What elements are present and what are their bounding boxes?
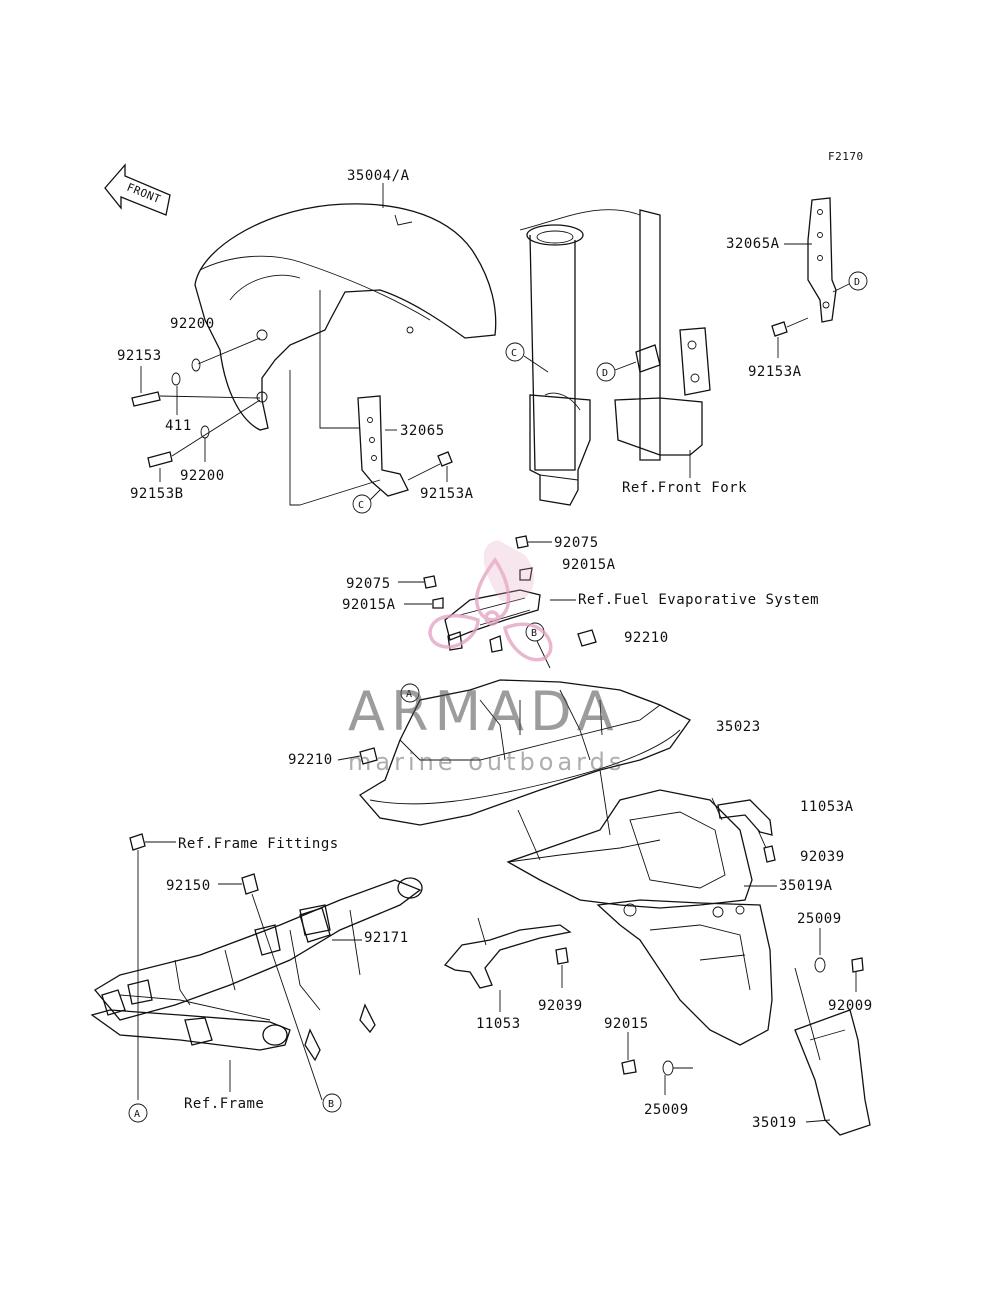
undertray-35023 (359, 679, 691, 826)
callout-a-lower (128, 1103, 148, 1123)
part-label-25009-right: 25009 (797, 911, 842, 927)
front-arrow-icon: FRONT (104, 163, 171, 216)
bracket-32065 (357, 395, 409, 497)
part-label-92210-upper: 92210 (624, 630, 669, 646)
part-label-92200-lower: 92200 (180, 468, 225, 484)
part-label-92015A-upper: 92015A (562, 557, 616, 573)
callout-b-lower (322, 1093, 342, 1113)
figure-code: F2170 (828, 150, 864, 163)
svg-text:D: D (854, 277, 860, 288)
ref-fuel-evaporative-system: Ref.Fuel Evaporative System (578, 592, 819, 608)
part-label-92150: 92150 (166, 878, 211, 894)
ref-frame: Ref.Frame (184, 1096, 264, 1112)
part-label-92171: 92171 (364, 930, 409, 946)
part-label-25009-lower: 25009 (644, 1102, 689, 1118)
callout-a-upper (400, 683, 420, 703)
watermark-subtitle: marine outboards (348, 748, 625, 776)
part-label-35019A: 35019A (779, 878, 833, 894)
part-label-32065: 32065 (400, 423, 445, 439)
part-label-92153: 92153 (117, 348, 162, 364)
part-label-11053: 11053 (476, 1016, 521, 1032)
front-fender (194, 203, 497, 431)
part-label-92009: 92009 (828, 998, 873, 1014)
ref-frame-fittings: Ref.Frame Fittings (178, 836, 339, 852)
svg-text:A: A (406, 689, 412, 700)
callout-d-right (848, 271, 868, 291)
ref-front-fork: Ref.Front Fork (622, 480, 747, 496)
callout-c-left (352, 494, 372, 514)
part-label-411: 411 (165, 418, 192, 434)
part-label-92153A-left: 92153A (420, 486, 474, 502)
mudflap-35019 (794, 1009, 871, 1136)
callout-d-fork (596, 362, 616, 382)
part-label-92210-lower: 92210 (288, 752, 333, 768)
bracket-32065A (807, 197, 837, 323)
part-label-32065A: 32065A (726, 236, 780, 252)
part-label-35019: 35019 (752, 1115, 797, 1131)
part-label-92075-lower: 92075 (346, 576, 391, 592)
svg-text:B: B (328, 1099, 334, 1110)
svg-text:C: C (358, 500, 364, 511)
svg-text:A: A (134, 1109, 140, 1120)
part-label-92200-upper: 92200 (170, 316, 215, 332)
bracket-11053A (711, 797, 773, 836)
callout-c-fork (505, 342, 525, 362)
front-fork (519, 209, 711, 506)
watermark-logo (428, 540, 553, 662)
part-label-92015: 92015 (604, 1016, 649, 1032)
svg-text:D: D (602, 368, 608, 379)
svg-text:C: C (511, 348, 517, 359)
part-label-92153A-right: 92153A (748, 364, 802, 380)
part-label-92039-left: 92039 (538, 998, 583, 1014)
watermark-title: ARMADA (348, 680, 620, 743)
part-label-11053A: 11053A (800, 799, 854, 815)
part-label-92039-right: 92039 (800, 849, 845, 865)
part-label-35004A: 35004/A (347, 168, 410, 184)
evap-bracket (444, 589, 541, 653)
part-label-35023: 35023 (716, 719, 761, 735)
rear-fender-35019A (506, 789, 773, 1046)
svg-text:B: B (531, 628, 537, 639)
bracket-11053 (443, 917, 572, 989)
part-label-92015A-lower: 92015A (342, 597, 396, 613)
part-label-92153B: 92153B (130, 486, 184, 502)
rear-frame (90, 877, 423, 1062)
part-label-92075-upper: 92075 (554, 535, 599, 551)
